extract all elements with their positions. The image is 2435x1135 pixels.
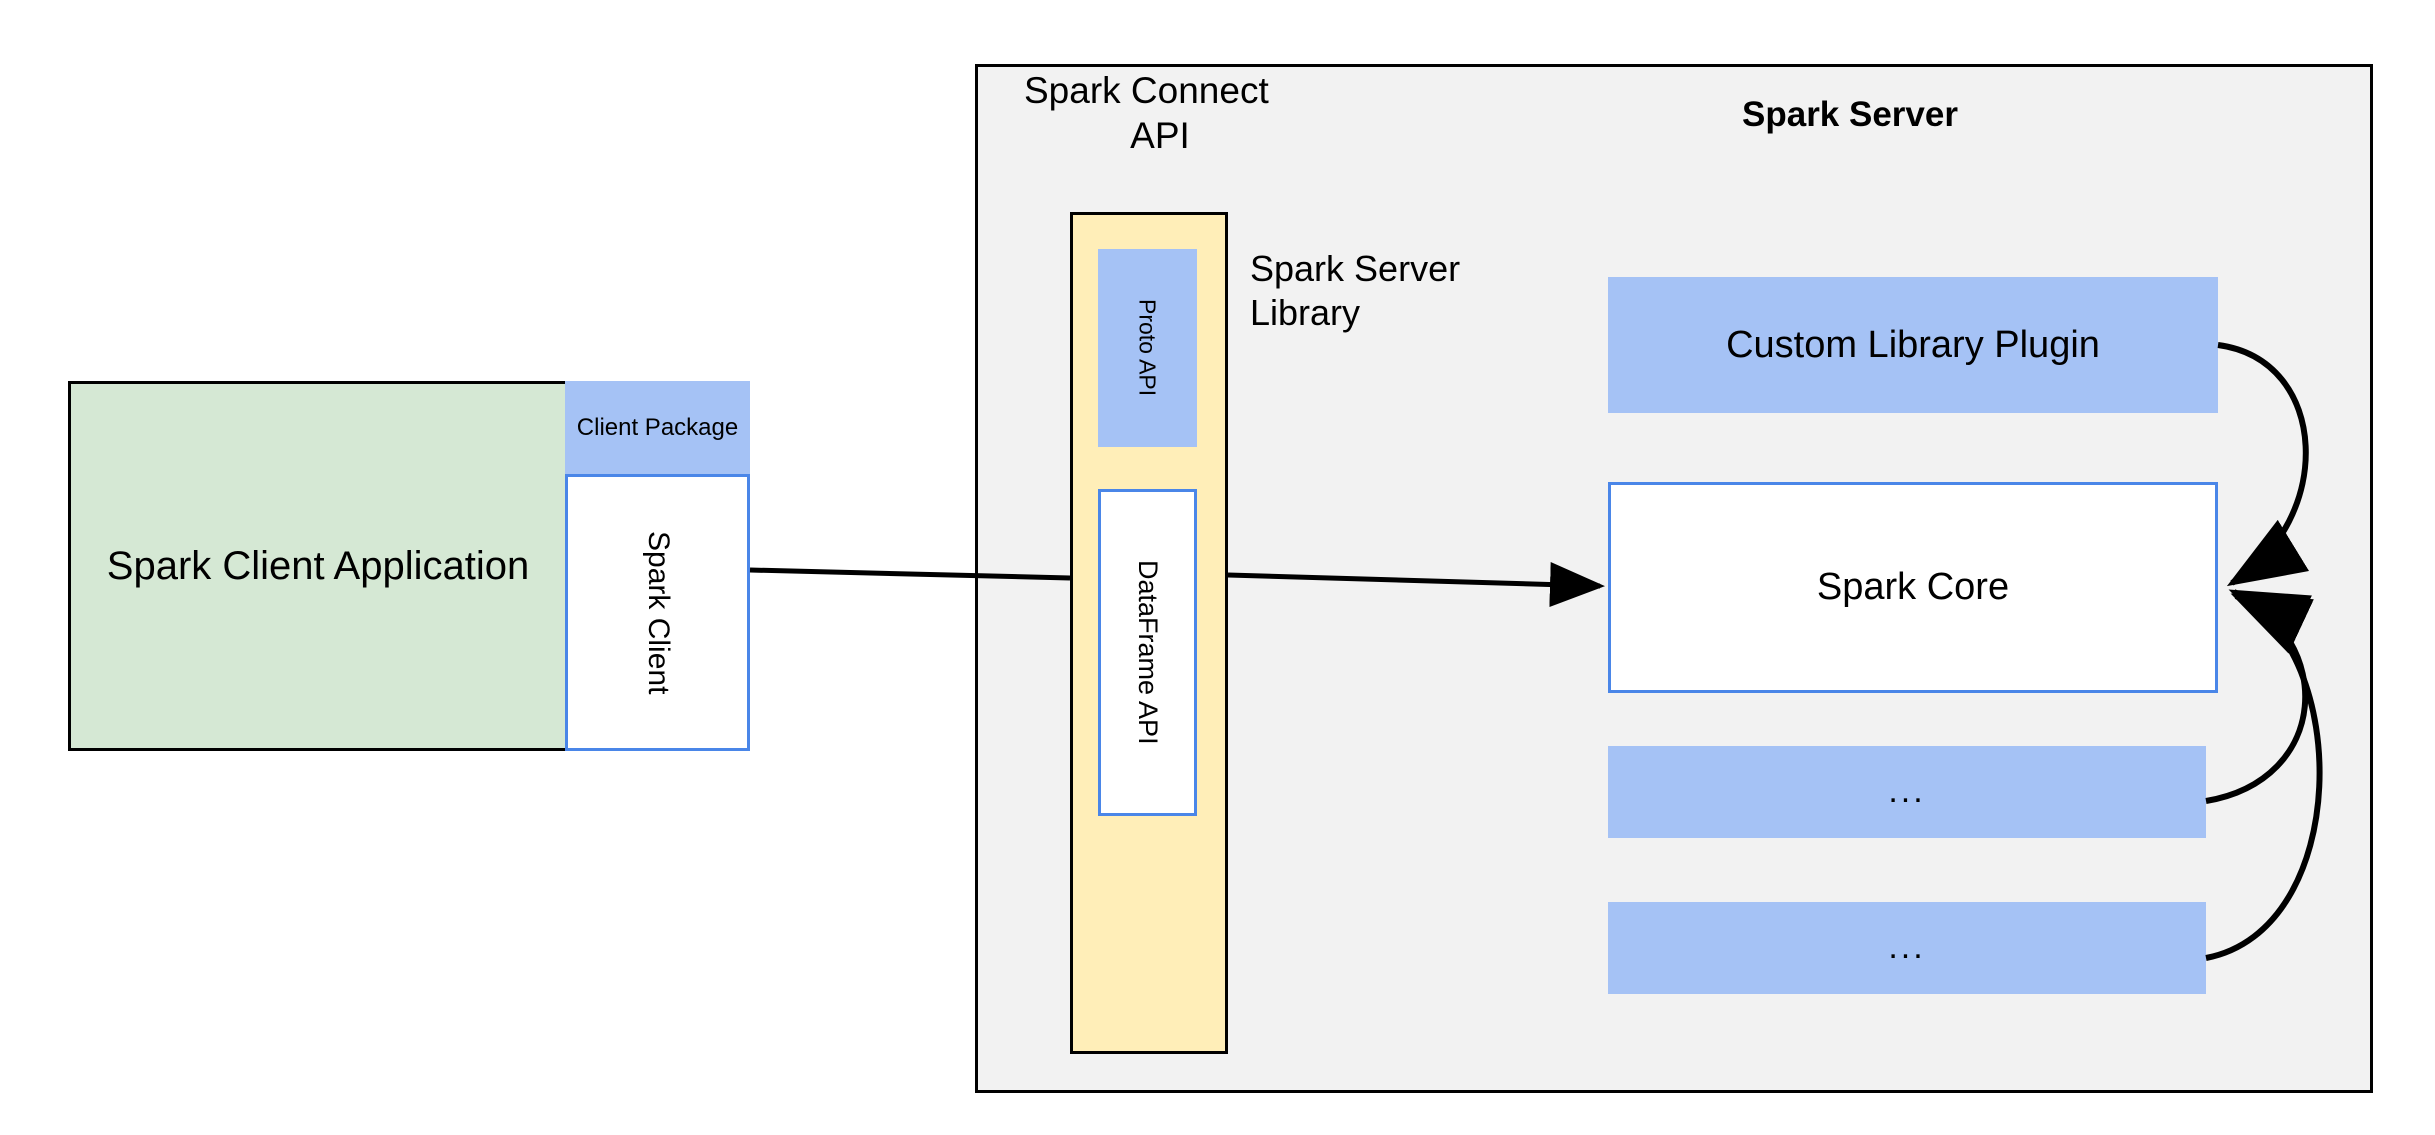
spark-server-library-label-line1: Spark Server <box>1250 248 1461 289</box>
proto-api-label: Proto API <box>1134 299 1161 397</box>
client-package-box[interactable]: Client Package <box>565 381 750 474</box>
spark-server-title-text: Spark Server <box>1742 94 1958 134</box>
spark-client-box[interactable]: Spark Client <box>565 474 750 751</box>
dataframe-api-box[interactable]: DataFrame API <box>1098 489 1197 816</box>
spark-server-library-label-line2: Library <box>1250 291 1361 333</box>
spark-connect-api-label: Spark Connect API <box>1010 68 1310 158</box>
spark-client-label: Spark Client <box>641 530 675 695</box>
spark-client-application-label: Spark Client Application <box>106 543 530 588</box>
spark-core-box[interactable]: Spark Core <box>1608 482 2218 693</box>
spark-server-library-label: Spark Server Library <box>1250 247 1550 347</box>
placeholder-component-label-1: ... <box>1888 772 1926 811</box>
placeholder-component-box-2[interactable]: ... <box>1608 902 2206 994</box>
dataframe-api-label: DataFrame API <box>1132 560 1163 745</box>
spark-connect-api-label-line1: Spark Connect <box>1024 70 1269 111</box>
placeholder-component-box-1[interactable]: ... <box>1608 746 2206 838</box>
client-package-label: Client Package <box>576 413 739 441</box>
placeholder-component-label-2: ... <box>1888 928 1926 967</box>
spark-server-title: Spark Server <box>1640 90 2060 140</box>
spark-connect-api-label-line2: API <box>1130 115 1190 157</box>
proto-api-box[interactable]: Proto API <box>1098 249 1197 447</box>
spark-client-application-box[interactable]: Spark Client Application <box>68 381 568 751</box>
spark-core-label: Spark Core <box>1816 566 2010 609</box>
custom-library-plugin-box[interactable]: Custom Library Plugin <box>1608 277 2218 413</box>
custom-library-plugin-label: Custom Library Plugin <box>1726 323 2100 366</box>
